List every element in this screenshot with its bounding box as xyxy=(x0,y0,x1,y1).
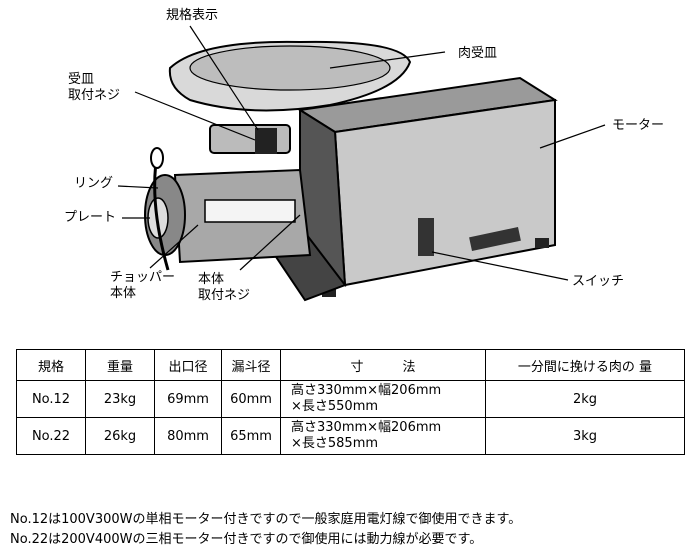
cell-capacity: 3kg xyxy=(485,417,685,455)
label-ring: リング xyxy=(74,176,114,191)
switch xyxy=(418,218,434,256)
label-switch: スイッチ xyxy=(572,274,625,289)
cell-outlet: 69mm xyxy=(154,380,222,418)
size-line-2: ×長さ550mm xyxy=(291,399,379,414)
table-header-row: 規格 重量 出口径 漏斗径 寸 法 一分間に挽ける肉の 量 xyxy=(16,349,685,381)
label-spec-display: 規格表示 xyxy=(166,8,219,23)
cell-funnel: 60mm xyxy=(221,380,281,418)
cell-funnel: 65mm xyxy=(221,417,281,455)
cell-size: 高さ330mm×幅206mm ×長さ585mm xyxy=(280,417,486,455)
label-meat-tray: 肉受皿 xyxy=(458,46,498,61)
cell-outlet: 80mm xyxy=(154,417,222,455)
label-tray-screw: 受皿 取付ネジ xyxy=(68,72,121,103)
col-header-funnel: 漏斗径 xyxy=(221,349,281,381)
label-motor: モーター xyxy=(612,118,665,133)
tray-screw xyxy=(255,128,277,154)
col-header-outlet: 出口径 xyxy=(154,349,222,381)
spec-table: 規格 重量 出口径 漏斗径 寸 法 一分間に挽ける肉の 量 No.12 23kg… xyxy=(16,349,685,455)
cell-weight: 23kg xyxy=(85,380,155,418)
label-plate: プレート xyxy=(64,210,117,225)
motor-housing xyxy=(297,76,558,297)
cell-size: 高さ330mm×幅206mm ×長さ550mm xyxy=(280,380,486,418)
label-body-screw: 本体 取付ネジ xyxy=(198,272,251,303)
table-row: No.12 23kg 69mm 60mm 高さ330mm×幅206mm ×長さ5… xyxy=(16,380,685,418)
cell-weight: 26kg xyxy=(85,417,155,455)
label-chopper-body: チョッパー 本体 xyxy=(110,270,176,301)
note-line: No.12は100V300Wの単相モーター付きですので一般家庭用電灯線で御使用で… xyxy=(10,512,522,527)
notes: No.12は100V300Wの単相モーター付きですので一般家庭用電灯線で御使用で… xyxy=(10,510,521,550)
cell-model: No.12 xyxy=(16,380,86,418)
size-line-1: 高さ330mm×幅206mm xyxy=(291,420,442,435)
leader-lines xyxy=(117,25,606,281)
note-line: No.22は200V400Wの三相モーター付きですので御使用には動力線が必要です… xyxy=(10,532,483,547)
cell-model: No.22 xyxy=(16,417,86,455)
table-row: No.22 26kg 80mm 65mm 高さ330mm×幅206mm ×長さ5… xyxy=(16,417,685,455)
cell-capacity: 2kg xyxy=(485,380,685,418)
meat-tray xyxy=(168,40,412,112)
size-line-2: ×長さ585mm xyxy=(291,436,379,451)
meat-grinder-illustration xyxy=(117,25,606,302)
chopper-body xyxy=(144,124,312,271)
col-header-size: 寸 法 xyxy=(280,349,486,381)
size-line-1: 高さ330mm×幅206mm xyxy=(291,383,442,398)
col-header-capacity: 一分間に挽ける肉の 量 xyxy=(485,349,685,381)
meat-grinder-figure: 規格表示 肉受皿 受皿 取付ネジ モーター リング プレート チョッパー 本体 … xyxy=(64,8,665,303)
col-header-weight: 重量 xyxy=(85,349,155,381)
col-header-model: 規格 xyxy=(16,349,86,381)
